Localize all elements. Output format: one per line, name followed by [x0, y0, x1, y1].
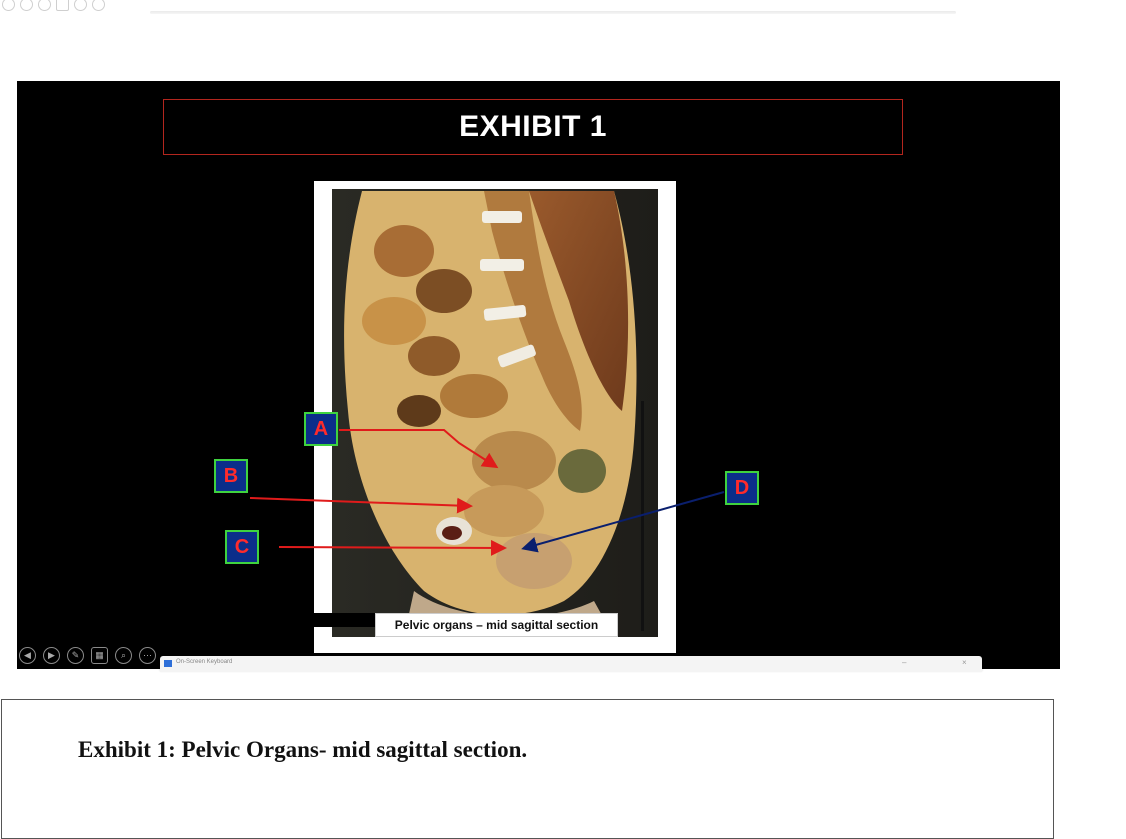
- slides-icon[interactable]: [56, 0, 69, 11]
- pen-icon[interactable]: ✎: [67, 647, 84, 664]
- pelvic-section-image: [332, 189, 658, 637]
- zoom-icon[interactable]: ⌕: [115, 647, 132, 664]
- prev-icon[interactable]: [2, 0, 15, 11]
- close-button[interactable]: ×: [962, 658, 967, 667]
- keyboard-icon: [164, 660, 172, 667]
- presentation-slide: EXHIBIT 1: [17, 81, 1060, 669]
- minimize-button[interactable]: –: [902, 658, 907, 667]
- previous-slide-icon[interactable]: ◀: [19, 647, 36, 664]
- marker-d: D: [725, 471, 759, 505]
- zoom-icon[interactable]: [74, 0, 87, 11]
- caption-black-bar: [313, 613, 375, 627]
- slide-title-box: EXHIBIT 1: [163, 99, 903, 155]
- slide-title: EXHIBIT 1: [459, 110, 607, 143]
- next-slide-icon[interactable]: ▶: [43, 647, 60, 664]
- anatomy-photo-frame: [314, 181, 676, 653]
- more-icon[interactable]: [92, 0, 105, 11]
- marker-c: C: [225, 530, 259, 564]
- on-screen-keyboard-titlebar[interactable]: On-Screen Keyboard – ×: [160, 656, 982, 672]
- toolbar-divider: [150, 11, 956, 14]
- image-caption: Pelvic organs – mid sagittal section: [375, 613, 618, 637]
- question-box: Exhibit 1: Pelvic Organs- mid sagittal s…: [1, 699, 1054, 839]
- marker-b: B: [214, 459, 248, 493]
- marker-a: A: [304, 412, 338, 446]
- next-icon[interactable]: [20, 0, 33, 11]
- pen-icon[interactable]: [38, 0, 51, 11]
- more-options-icon[interactable]: ⋯: [139, 647, 156, 664]
- top-toolbar: [0, 0, 960, 18]
- see-all-slides-icon[interactable]: ▦: [91, 647, 108, 664]
- question-text: Exhibit 1: Pelvic Organs- mid sagittal s…: [78, 737, 528, 762]
- osk-title: On-Screen Keyboard: [176, 659, 233, 665]
